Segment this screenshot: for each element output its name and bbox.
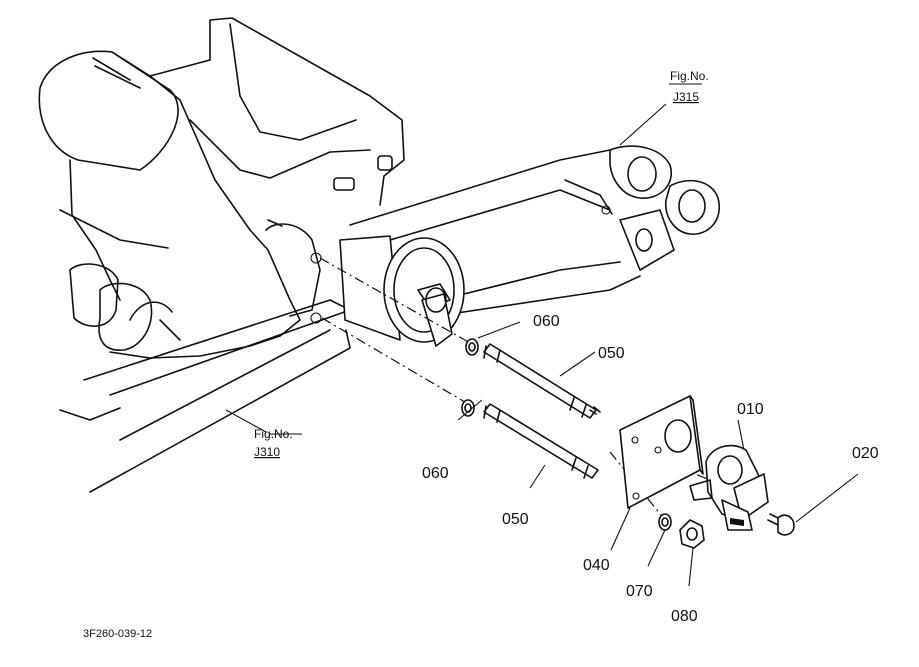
lift-arm [339,145,721,347]
callout-080[interactable]: 080 [671,608,698,625]
part-callouts: 060 050 010 020 060 050 040 070 080 [422,313,879,625]
callout-050-upper[interactable]: 050 [598,345,625,362]
stud-bolt-lower-050 [483,403,599,479]
figref-j310[interactable]: Fig.No. J310 [254,427,293,459]
screw-020 [767,513,795,536]
nut-080 [679,519,705,549]
washer-070 [658,513,672,531]
washer-upper-060 [465,338,479,356]
callout-040[interactable]: 040 [583,557,610,574]
stud-bolt-upper-050 [483,343,601,419]
figref-j315[interactable]: Fig.No. J315 [670,69,709,104]
bracket-plate-040 [619,395,704,509]
sensor-010 [689,444,769,531]
figref-j315-number[interactable]: J315 [673,90,699,104]
callout-010[interactable]: 010 [737,401,764,418]
callout-020[interactable]: 020 [852,445,879,462]
drawing-code: 3F260-039-12 [83,628,152,640]
figref-j315-label: Fig.No. [670,69,709,83]
leader-lines [225,83,859,587]
transmission-housing [38,17,405,493]
callout-060-upper[interactable]: 060 [533,313,560,330]
callout-070[interactable]: 070 [626,583,653,600]
callout-060-lower[interactable]: 060 [422,465,449,482]
figref-j310-number[interactable]: J310 [254,445,280,459]
callout-050-lower[interactable]: 050 [502,511,529,528]
figref-j310-label: Fig.No. [254,427,293,441]
